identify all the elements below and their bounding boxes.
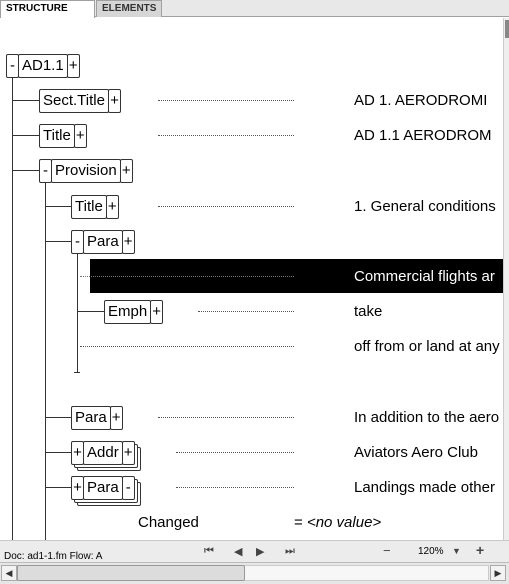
expand-toggle[interactable]: + (150, 300, 164, 324)
tree-line-end (74, 372, 80, 373)
attribute-name[interactable]: Changed (138, 514, 199, 531)
node-label[interactable]: Addr (83, 441, 123, 465)
content-text: AD 1. AERODROMI (354, 92, 488, 109)
scroll-right-icon[interactable]: ▶ (490, 565, 506, 581)
collapse-toggle[interactable]: - (121, 476, 135, 500)
tree-line-h (45, 206, 72, 207)
horizontal-scrollbar[interactable]: ◀ ▶ (0, 562, 509, 584)
node-label[interactable]: Para (71, 406, 111, 430)
leader-dots (198, 311, 294, 312)
tree-line-h (45, 417, 72, 418)
selected-row-highlight[interactable]: Commercial flights ar (80, 259, 503, 293)
zoom-level[interactable]: 120% (418, 546, 444, 557)
leader-dots (158, 100, 294, 101)
tab-elements[interactable]: ELEMENTS (96, 0, 162, 17)
leader-dots (176, 452, 294, 453)
node-sect-title[interactable]: Sect.Title + (39, 89, 121, 113)
tree-line-root (12, 78, 13, 540)
attribute-value[interactable]: = <no value> (294, 513, 381, 533)
structure-canvas[interactable]: Commercial flights ar - AD1.1 + Sect.Tit… (0, 18, 503, 540)
collapse-toggle[interactable]: - (39, 159, 52, 183)
leader-dots (176, 487, 294, 488)
tree-line-h (12, 135, 40, 136)
expand-toggle[interactable]: + (66, 54, 80, 78)
expand-toggle[interactable]: + (73, 124, 87, 148)
node-ad1-1[interactable]: - AD1.1 + (6, 54, 80, 78)
expand-toggle[interactable]: + (121, 441, 135, 465)
node-label[interactable]: Provision (51, 159, 121, 183)
content-text: AD 1.1 AERODROM (354, 127, 492, 144)
vertical-scroll-thumb[interactable] (505, 20, 509, 38)
leader-dots (158, 135, 294, 136)
tree-line-h (77, 311, 104, 312)
leader-dots (80, 346, 294, 347)
prev-page-icon[interactable]: ◀ (234, 546, 243, 558)
leader-dots (80, 276, 294, 277)
content-text: In addition to the aero (354, 409, 500, 426)
leader-dots (158, 417, 294, 418)
vertical-scrollbar[interactable] (503, 18, 509, 540)
tree-line-h (45, 487, 72, 488)
content-text: Aviators Aero Club (354, 444, 478, 461)
content-text: Landings made other (354, 479, 495, 496)
node-provision[interactable]: - Provision + (39, 159, 133, 183)
node-para-group[interactable]: + Para - (71, 476, 141, 506)
first-page-icon[interactable]: ⏮ (204, 545, 214, 557)
expand-toggle[interactable]: + (119, 159, 133, 183)
horizontal-scroll-thumb[interactable] (17, 565, 245, 581)
node-label[interactable]: Sect.Title (39, 89, 109, 113)
tree-line-h (12, 100, 40, 101)
zoom-out-icon[interactable]: − (383, 543, 391, 558)
attribute-value-text: <no value> (306, 514, 382, 531)
tree-line-provision (45, 183, 46, 540)
scroll-left-icon[interactable]: ◀ (1, 565, 17, 581)
next-page-icon[interactable]: ▶ (256, 546, 265, 558)
tree-line-para (77, 254, 78, 372)
node-para[interactable]: Para + (71, 406, 123, 430)
tree-line-h (12, 170, 40, 171)
last-page-icon[interactable]: ⏭ (285, 545, 295, 557)
status-bar: Doc: ad1-1.fm Flow: A ⏮ ◀ ▶ ⏭ − 120% ▼ + (0, 540, 509, 562)
node-title[interactable]: Title + (39, 124, 87, 148)
content-text: take (354, 303, 383, 320)
zoom-dropdown-icon[interactable]: ▼ (452, 546, 461, 556)
doc-flow-info: Doc: ad1-1.fm Flow: A (4, 551, 103, 562)
expand-toggle[interactable]: + (105, 195, 119, 219)
zoom-in-icon[interactable]: + (476, 542, 485, 558)
content-text-para: Commercial flights ar (354, 268, 495, 285)
node-emph[interactable]: Emph + (104, 300, 164, 324)
node-label[interactable]: Para (83, 476, 123, 500)
tree-line-h (45, 241, 72, 242)
node-label[interactable]: Emph (104, 300, 152, 324)
expand-toggle[interactable]: + (71, 476, 84, 500)
node-addr-group[interactable]: + Addr + (71, 441, 141, 471)
node-label[interactable]: Title (71, 195, 107, 219)
content-text: 1. General conditions (354, 198, 496, 215)
tree-line-h (45, 452, 72, 453)
node-label[interactable]: AD1.1 (18, 54, 68, 78)
node-label[interactable]: Title (39, 124, 75, 148)
node-para[interactable]: - Para + (71, 230, 135, 254)
expand-toggle[interactable]: + (109, 406, 123, 430)
leader-dots (158, 206, 294, 207)
expand-toggle[interactable]: + (107, 89, 121, 113)
node-label[interactable]: Para (83, 230, 123, 254)
tab-bar: STRUCTURE VIEW ELEMENTS (0, 0, 509, 30)
content-text: off from or land at any (354, 338, 500, 355)
attribute-equals: = (294, 514, 307, 531)
tab-structure-view[interactable]: STRUCTURE VIEW (0, 0, 95, 30)
expand-toggle[interactable]: + (121, 230, 135, 254)
node-title[interactable]: Title + (71, 195, 119, 219)
